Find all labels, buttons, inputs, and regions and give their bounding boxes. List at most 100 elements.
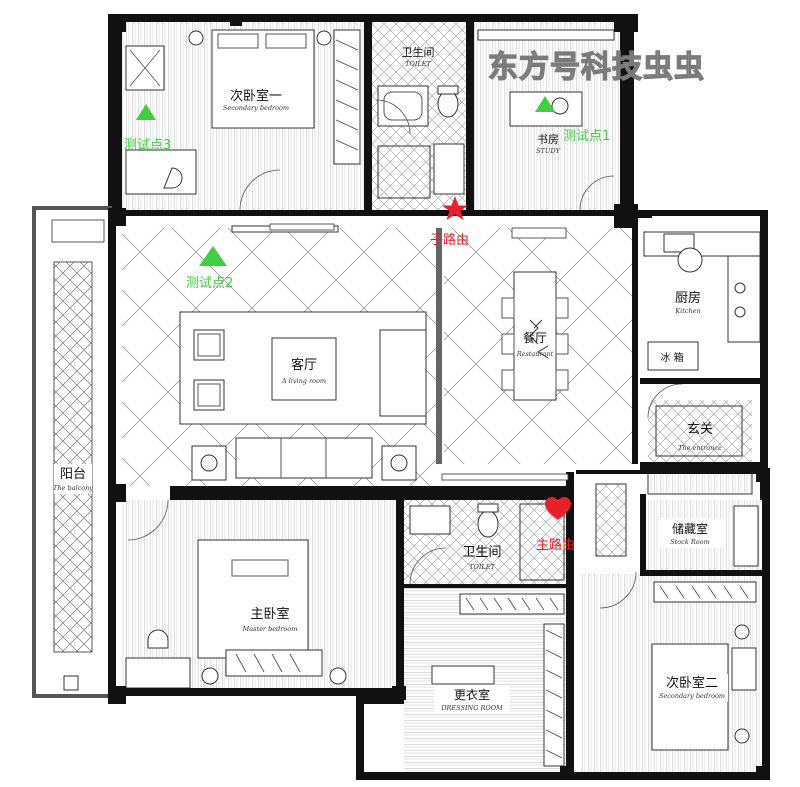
svg-text:Stock Room: Stock Room xyxy=(670,538,710,546)
test-point-1-label: 测试点1 xyxy=(563,129,610,144)
dressing-island xyxy=(431,665,495,685)
svg-text:厨房: 厨房 xyxy=(675,290,701,306)
bed-master xyxy=(197,539,309,659)
nightstand-lamp-icon xyxy=(316,30,332,46)
svg-text:TOILET: TOILET xyxy=(405,60,431,68)
desk-bedroom2a xyxy=(125,149,197,195)
room-label-dining: 餐厅 Restaurant xyxy=(516,330,554,358)
toilet-icon xyxy=(477,510,499,538)
chair-icon xyxy=(163,167,183,189)
nightstand-lamp-icon xyxy=(734,624,750,640)
room-label-living: 客厅 A living room xyxy=(281,357,326,385)
svg-text:卫生间: 卫生间 xyxy=(402,45,435,59)
svg-text:The entrance: The entrance xyxy=(678,444,722,452)
sub-router-star-icon xyxy=(442,196,468,220)
svg-text:A living room: A living room xyxy=(281,377,326,385)
dressing-rack-side xyxy=(543,623,565,767)
chair-icon xyxy=(147,629,169,649)
balcony-lattice xyxy=(53,261,93,653)
room-label-dressing: 更衣室 DRESSING ROOM xyxy=(434,686,510,714)
dining-table xyxy=(513,271,557,401)
room-label-entrance: 玄关 The entrance xyxy=(678,422,722,452)
walls xyxy=(32,14,770,780)
nightstand-lamp-icon xyxy=(201,667,219,685)
lamp-icon xyxy=(390,454,408,472)
svg-text:储藏室: 储藏室 xyxy=(672,521,708,536)
kitchen-counter xyxy=(643,231,761,257)
room-label-fridge: 冰 箱 xyxy=(660,351,683,364)
test-point-2-triangle-icon xyxy=(199,246,227,266)
vanity-mid xyxy=(409,505,451,535)
svg-text:餐厅: 餐厅 xyxy=(523,330,547,345)
nightstand-lamp-icon xyxy=(188,30,204,46)
window xyxy=(51,219,105,243)
svg-text:次卧室二: 次卧室二 xyxy=(666,675,718,691)
svg-text:主卧室: 主卧室 xyxy=(250,606,289,622)
room-label-bathroom-mid: 卫生间 TOILET xyxy=(462,545,501,571)
nightstand xyxy=(731,647,757,691)
stove-burner-icon xyxy=(734,282,746,294)
sofa-bottom xyxy=(235,437,373,479)
svg-text:卫生间: 卫生间 xyxy=(462,545,501,560)
lamp-icon xyxy=(200,454,218,472)
nightstand-lamp-icon xyxy=(734,728,750,744)
nightstand-lamp-icon xyxy=(329,667,347,685)
svg-text:更衣室: 更衣室 xyxy=(454,687,490,702)
room-label-balcony: 阳台 The balcony xyxy=(53,464,93,494)
shower xyxy=(377,145,431,199)
door-swing xyxy=(647,383,683,419)
pillow xyxy=(217,33,259,49)
desk-master xyxy=(125,657,191,689)
test-point-3-triangle-icon xyxy=(136,104,156,120)
room-label-bedroom2b: 次卧室二 Secondary bedroom xyxy=(656,674,728,702)
coffee-table xyxy=(271,337,337,401)
door-swing xyxy=(239,169,281,211)
main-router-label: 主路由 xyxy=(536,537,575,553)
svg-text:阳台: 阳台 xyxy=(60,467,86,482)
room-label-storage: 储藏室 Stock Room xyxy=(658,518,726,548)
window xyxy=(441,473,569,481)
pillow xyxy=(265,33,307,49)
room-label-bedroom2a: 次卧室一 Secondary bedroom xyxy=(223,88,289,112)
svg-text:STUDY: STUDY xyxy=(536,147,560,155)
sink xyxy=(663,233,695,253)
kitchen-counter-side xyxy=(727,255,761,343)
door-swing xyxy=(579,175,615,211)
bed-master-blanket xyxy=(231,559,289,577)
toilet-balcony xyxy=(63,675,79,691)
sofa-right xyxy=(379,329,427,417)
door-swing xyxy=(127,499,169,541)
test-point-2-label: 测试点2 xyxy=(186,276,233,291)
svg-text:DRESSING ROOM: DRESSING ROOM xyxy=(440,704,503,712)
toilet-icon xyxy=(437,90,459,118)
window xyxy=(511,227,567,239)
test-point-1-triangle-icon xyxy=(535,96,555,112)
entrance-rug xyxy=(655,405,743,457)
storage-shelf xyxy=(733,505,759,567)
door-swing xyxy=(375,99,411,135)
wardrobe-bedroom2b xyxy=(653,581,757,603)
svg-text:书房: 书房 xyxy=(537,133,559,146)
svg-text:Restaurant: Restaurant xyxy=(516,350,554,358)
bookshelf-study xyxy=(477,29,615,41)
wardrobe-master xyxy=(225,649,323,677)
sub-router-label: 子路由 xyxy=(430,232,469,248)
svg-text:客厅: 客厅 xyxy=(291,357,317,373)
test-point-3-label: 测试点3 xyxy=(124,138,171,153)
main-router-heart-icon xyxy=(545,497,571,520)
svg-text:Kitchen: Kitchen xyxy=(674,307,700,315)
window xyxy=(269,223,335,231)
svg-text:玄关: 玄关 xyxy=(687,422,713,437)
watermark-text: 东方号科技虫虫 xyxy=(488,50,705,85)
svg-text:次卧室一: 次卧室一 xyxy=(230,88,282,104)
door-swing xyxy=(599,571,637,609)
wardrobe-bedroom2a xyxy=(333,29,361,165)
svg-text:Master bedroom: Master bedroom xyxy=(242,625,298,633)
svg-text:TOILET: TOILET xyxy=(469,563,495,571)
stove-burner-icon xyxy=(734,306,746,318)
fridge xyxy=(647,341,699,371)
svg-text:Secondary bedroom: Secondary bedroom xyxy=(223,104,289,112)
vanity xyxy=(433,143,465,195)
chair-study xyxy=(551,97,569,115)
